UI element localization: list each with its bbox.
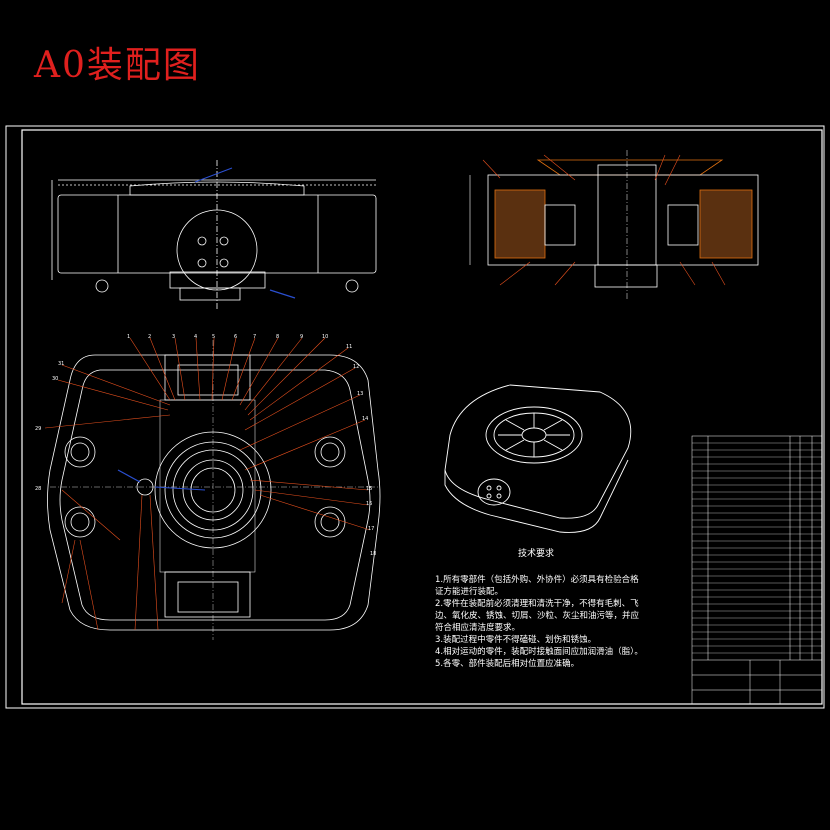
blue-leader: [154, 486, 206, 491]
svg-text:4: 4: [194, 334, 197, 340]
section-leaders: [482, 154, 726, 286]
svg-text:15: 15: [366, 486, 372, 492]
svg-text:10: 10: [322, 334, 328, 340]
svg-text:30: 30: [52, 376, 58, 382]
outer-border: [5, 125, 825, 709]
requirement-item: 2.零件在装配前必须清理和清洗干净，不得有毛刺、飞边、氧化皮、锈蚀、切屑、沙粒、…: [435, 599, 640, 633]
blue-leader: [194, 167, 233, 183]
inner-border: [21, 129, 823, 705]
requirement-item: 5.各零、部件装配后相对位置应准确。: [435, 659, 580, 669]
svg-text:5: 5: [212, 334, 215, 340]
front-view: [51, 160, 377, 310]
blue-leader: [269, 289, 296, 299]
svg-text:18: 18: [370, 551, 376, 557]
isometric-view: [444, 384, 632, 533]
svg-text:29: 29: [35, 426, 41, 432]
parts-list: [691, 435, 823, 705]
svg-text:12: 12: [353, 364, 359, 370]
svg-text:3: 3: [172, 334, 175, 340]
svg-text:8: 8: [276, 334, 279, 340]
requirement-item: 3.装配过程中零件不得磕碰、划伤和锈蚀。: [435, 635, 597, 645]
svg-text:31: 31: [58, 361, 64, 367]
svg-text:14: 14: [362, 416, 368, 422]
svg-text:11: 11: [346, 344, 352, 350]
top-view: [47, 340, 381, 640]
requirement-item: 4.相对运动的零件，装配时接触面间应加润滑油（脂）。: [435, 647, 643, 657]
svg-text:6: 6: [234, 334, 237, 340]
technical-requirements-list: 1.所有零部件（包括外购、外协件）必须具有检验合格证方能进行装配。 2.零件在装…: [435, 574, 645, 670]
svg-text:13: 13: [357, 391, 363, 397]
requirement-item: 1.所有零部件（包括外购、外协件）必须具有检验合格证方能进行装配。: [435, 575, 639, 597]
parts-rows: [692, 442, 822, 654]
svg-text:9: 9: [300, 334, 303, 340]
svg-text:16: 16: [366, 501, 372, 507]
blue-leader: [117, 469, 141, 483]
svg-text:17: 17: [368, 526, 374, 532]
drawing-title: A0装配图: [34, 45, 201, 86]
svg-text:1: 1: [127, 334, 130, 340]
svg-text:2: 2: [148, 334, 151, 340]
svg-text:28: 28: [35, 486, 41, 492]
svg-text:7: 7: [253, 334, 256, 340]
section-view: [469, 150, 759, 300]
top-view-leaders: [44, 337, 371, 631]
technical-requirements-heading: 技术要求: [518, 549, 555, 559]
